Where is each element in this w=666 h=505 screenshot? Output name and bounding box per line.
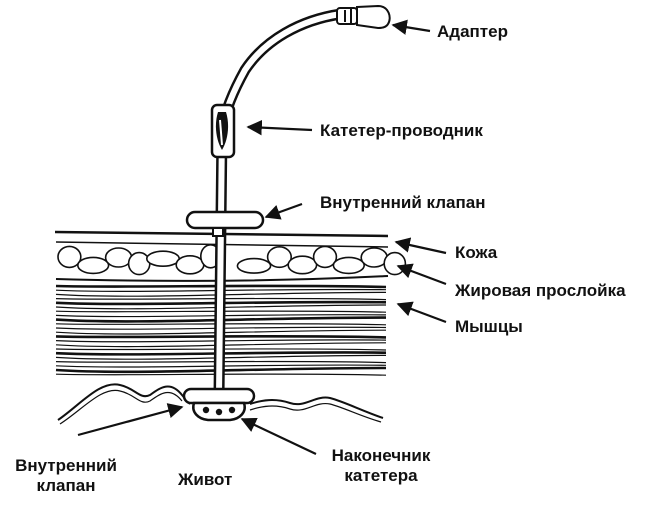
- fat-cell: [236, 257, 272, 274]
- fat-cell: [104, 247, 133, 268]
- muscle-fiber: [55, 288, 387, 292]
- arrow-fat-layer: [396, 263, 447, 286]
- fat-cell: [360, 247, 389, 268]
- arrow-inner-valve-top: [264, 202, 303, 220]
- muscle-fiber: [55, 297, 387, 301]
- label-inner-valve-top: Внутренний клапан: [320, 193, 486, 212]
- label-catheter-tip-line1: Наконечник: [331, 446, 431, 465]
- muscle-fiber: [55, 316, 387, 323]
- muscle-fiber: [55, 360, 387, 364]
- catheter-tip: [192, 401, 246, 422]
- label-inner-valve-bottom-line1: Внутренний: [15, 456, 117, 475]
- fat-cell: [383, 251, 407, 276]
- muscle-fiber: [55, 366, 387, 374]
- pointer-arrows: [77, 19, 447, 455]
- muscle-fiber: [55, 334, 387, 339]
- muscle-fiber: [55, 300, 387, 306]
- fat-cell: [76, 256, 110, 275]
- label-catheter-guide: Катетер-проводник: [320, 121, 483, 140]
- fat-cell: [287, 255, 318, 275]
- muscle-fiber: [55, 373, 387, 376]
- muscle-fiber: [55, 351, 387, 356]
- label-inner-valve-bottom: Внутренний клапан: [2, 456, 130, 496]
- label-catheter-tip: Наконечник катетера: [318, 446, 444, 486]
- label-skin: Кожа: [455, 243, 498, 262]
- muscle-fiber: [55, 364, 387, 368]
- muscle-fiber: [55, 348, 387, 351]
- adapter-connector: [336, 4, 391, 30]
- fat-cell: [175, 254, 205, 275]
- muscle-fiber: [55, 304, 387, 310]
- label-adapter: Адаптер: [437, 22, 508, 41]
- arrow-adapter: [391, 19, 431, 35]
- fat-cell: [312, 245, 338, 269]
- arrow-catheter-tip: [240, 417, 317, 455]
- arrow-inner-valve-bottom: [77, 403, 184, 437]
- muscle-fiber: [55, 342, 387, 348]
- muscle-fiber: [55, 329, 387, 335]
- fat-cell: [127, 251, 151, 276]
- fat-cell: [146, 250, 181, 268]
- label-inner-valve-bottom-line2: клапан: [36, 476, 96, 495]
- fat-cell: [332, 256, 365, 275]
- fat-cells: [57, 243, 407, 276]
- muscle-fiber: [55, 314, 387, 318]
- fat-cell: [266, 245, 293, 269]
- muscle-fiber: [55, 354, 387, 360]
- inner-valve-top: [185, 210, 265, 237]
- inner-valve-bottom: [182, 387, 256, 405]
- tissue-layers: [54, 230, 407, 425]
- muscle-fiber: [55, 310, 387, 313]
- label-fat-layer: Жировая прослойка: [455, 281, 626, 300]
- muscle-fiber: [55, 291, 387, 297]
- fat-cell: [57, 245, 82, 269]
- arrow-muscles: [396, 301, 447, 324]
- muscle-fibers: [55, 284, 387, 376]
- catheter-guide-clip: [210, 103, 236, 159]
- label-catheter-tip-line2: катетера: [344, 466, 418, 485]
- muscle-fiber: [55, 284, 387, 289]
- catheter: [182, 4, 391, 422]
- muscle-fiber: [55, 323, 387, 326]
- arrow-skin: [394, 237, 447, 255]
- arrow-catheter-guide: [246, 119, 313, 136]
- label-muscles: Мышцы: [455, 317, 523, 336]
- label-abdomen: Живот: [178, 470, 233, 489]
- muscle-fiber: [55, 339, 387, 343]
- muscle-fiber: [55, 326, 387, 330]
